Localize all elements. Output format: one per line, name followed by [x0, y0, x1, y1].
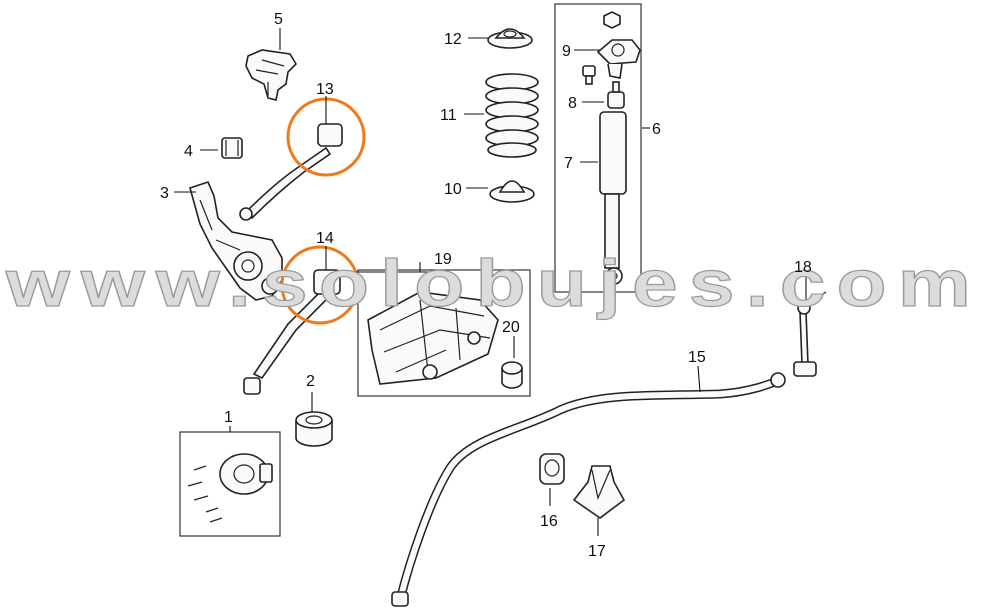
callout-15: 15 — [688, 349, 706, 366]
callout-numbers: 5 13 4 3 14 12 11 10 9 8 7 6 19 20 2 1 1… — [160, 11, 812, 560]
part-13-upper-link — [239, 123, 343, 221]
callout-18: 18 — [794, 259, 812, 276]
callout-9: 9 — [562, 43, 571, 60]
callout-16: 16 — [540, 513, 558, 530]
part-bolt-small — [582, 65, 596, 85]
callout-13: 13 — [316, 81, 334, 98]
part-14-lower-link — [243, 269, 341, 395]
part-6-box — [554, 3, 642, 293]
callout-2: 2 — [306, 373, 315, 390]
part-20-bushing — [501, 361, 523, 389]
part-15-stabilizer-bar — [391, 372, 786, 607]
callout-14: 14 — [316, 230, 334, 247]
part-19-box — [357, 269, 531, 397]
callout-11: 11 — [440, 107, 457, 124]
part-19-crossmember — [367, 291, 499, 385]
part-7-shock — [599, 111, 627, 285]
callout-19: 19 — [434, 251, 452, 268]
part-17-bracket — [572, 465, 626, 519]
callout-8: 8 — [568, 95, 577, 112]
callout-5: 5 — [274, 11, 283, 28]
part-8-bumper — [607, 81, 625, 109]
part-10-lower-seat — [489, 180, 535, 203]
callout-17: 17 — [588, 543, 606, 560]
part-5-bracket — [245, 49, 298, 101]
part-12-seat — [487, 28, 533, 49]
leader-lines — [174, 28, 807, 536]
part-16-bushing — [539, 453, 565, 485]
part-4-bushing — [221, 137, 243, 159]
callout-12: 12 — [444, 31, 462, 48]
part-9-mount — [596, 11, 641, 79]
callout-20: 20 — [502, 319, 520, 336]
callout-7: 7 — [564, 155, 573, 172]
callout-6: 6 — [652, 121, 661, 138]
part-11-spring — [485, 73, 539, 158]
callout-1: 1 — [224, 409, 233, 426]
callout-3: 3 — [160, 185, 169, 202]
part-18-link — [793, 291, 827, 377]
part-1-hub — [187, 453, 273, 523]
part-2-bushing — [295, 411, 333, 447]
callout-4: 4 — [184, 143, 193, 160]
callout-10: 10 — [444, 181, 462, 198]
watermark: www.solobujes.com — [5, 246, 982, 320]
part-3-knuckle — [189, 181, 283, 301]
